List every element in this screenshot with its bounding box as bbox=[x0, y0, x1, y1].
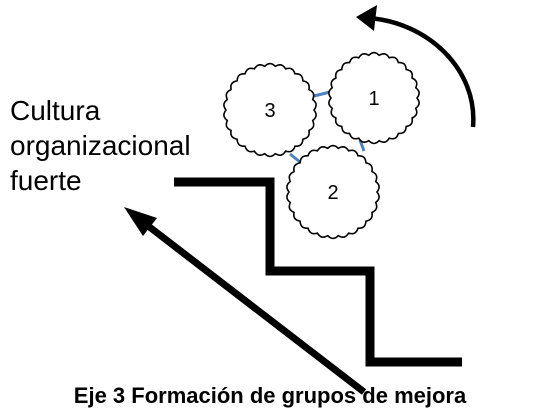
gear-1: 1 bbox=[328, 51, 420, 145]
gear-1-outline bbox=[328, 51, 420, 145]
gear-2: 2 bbox=[286, 144, 380, 240]
gear-3: 3 bbox=[223, 62, 317, 158]
gears-group: 1 2 3 bbox=[223, 51, 420, 240]
curved-arrow-icon bbox=[356, 5, 476, 128]
side-label-line-1: Cultura bbox=[10, 95, 101, 126]
gear-3-label: 3 bbox=[264, 100, 275, 122]
diagram-caption: Eje 3 Formación de grupos de mejora bbox=[73, 383, 467, 408]
side-label: Cultura organizacional fuerte bbox=[10, 93, 191, 198]
diagonal-arrow-icon bbox=[124, 207, 367, 395]
gear-2-label: 2 bbox=[327, 182, 338, 204]
gear-3-outline bbox=[223, 62, 317, 158]
gear-1-label: 1 bbox=[368, 88, 379, 110]
gear-2-outline bbox=[286, 144, 380, 240]
staircase-icon bbox=[174, 177, 462, 367]
side-label-line-2: organizacional bbox=[10, 130, 191, 161]
side-label-line-3: fuerte bbox=[10, 165, 82, 196]
